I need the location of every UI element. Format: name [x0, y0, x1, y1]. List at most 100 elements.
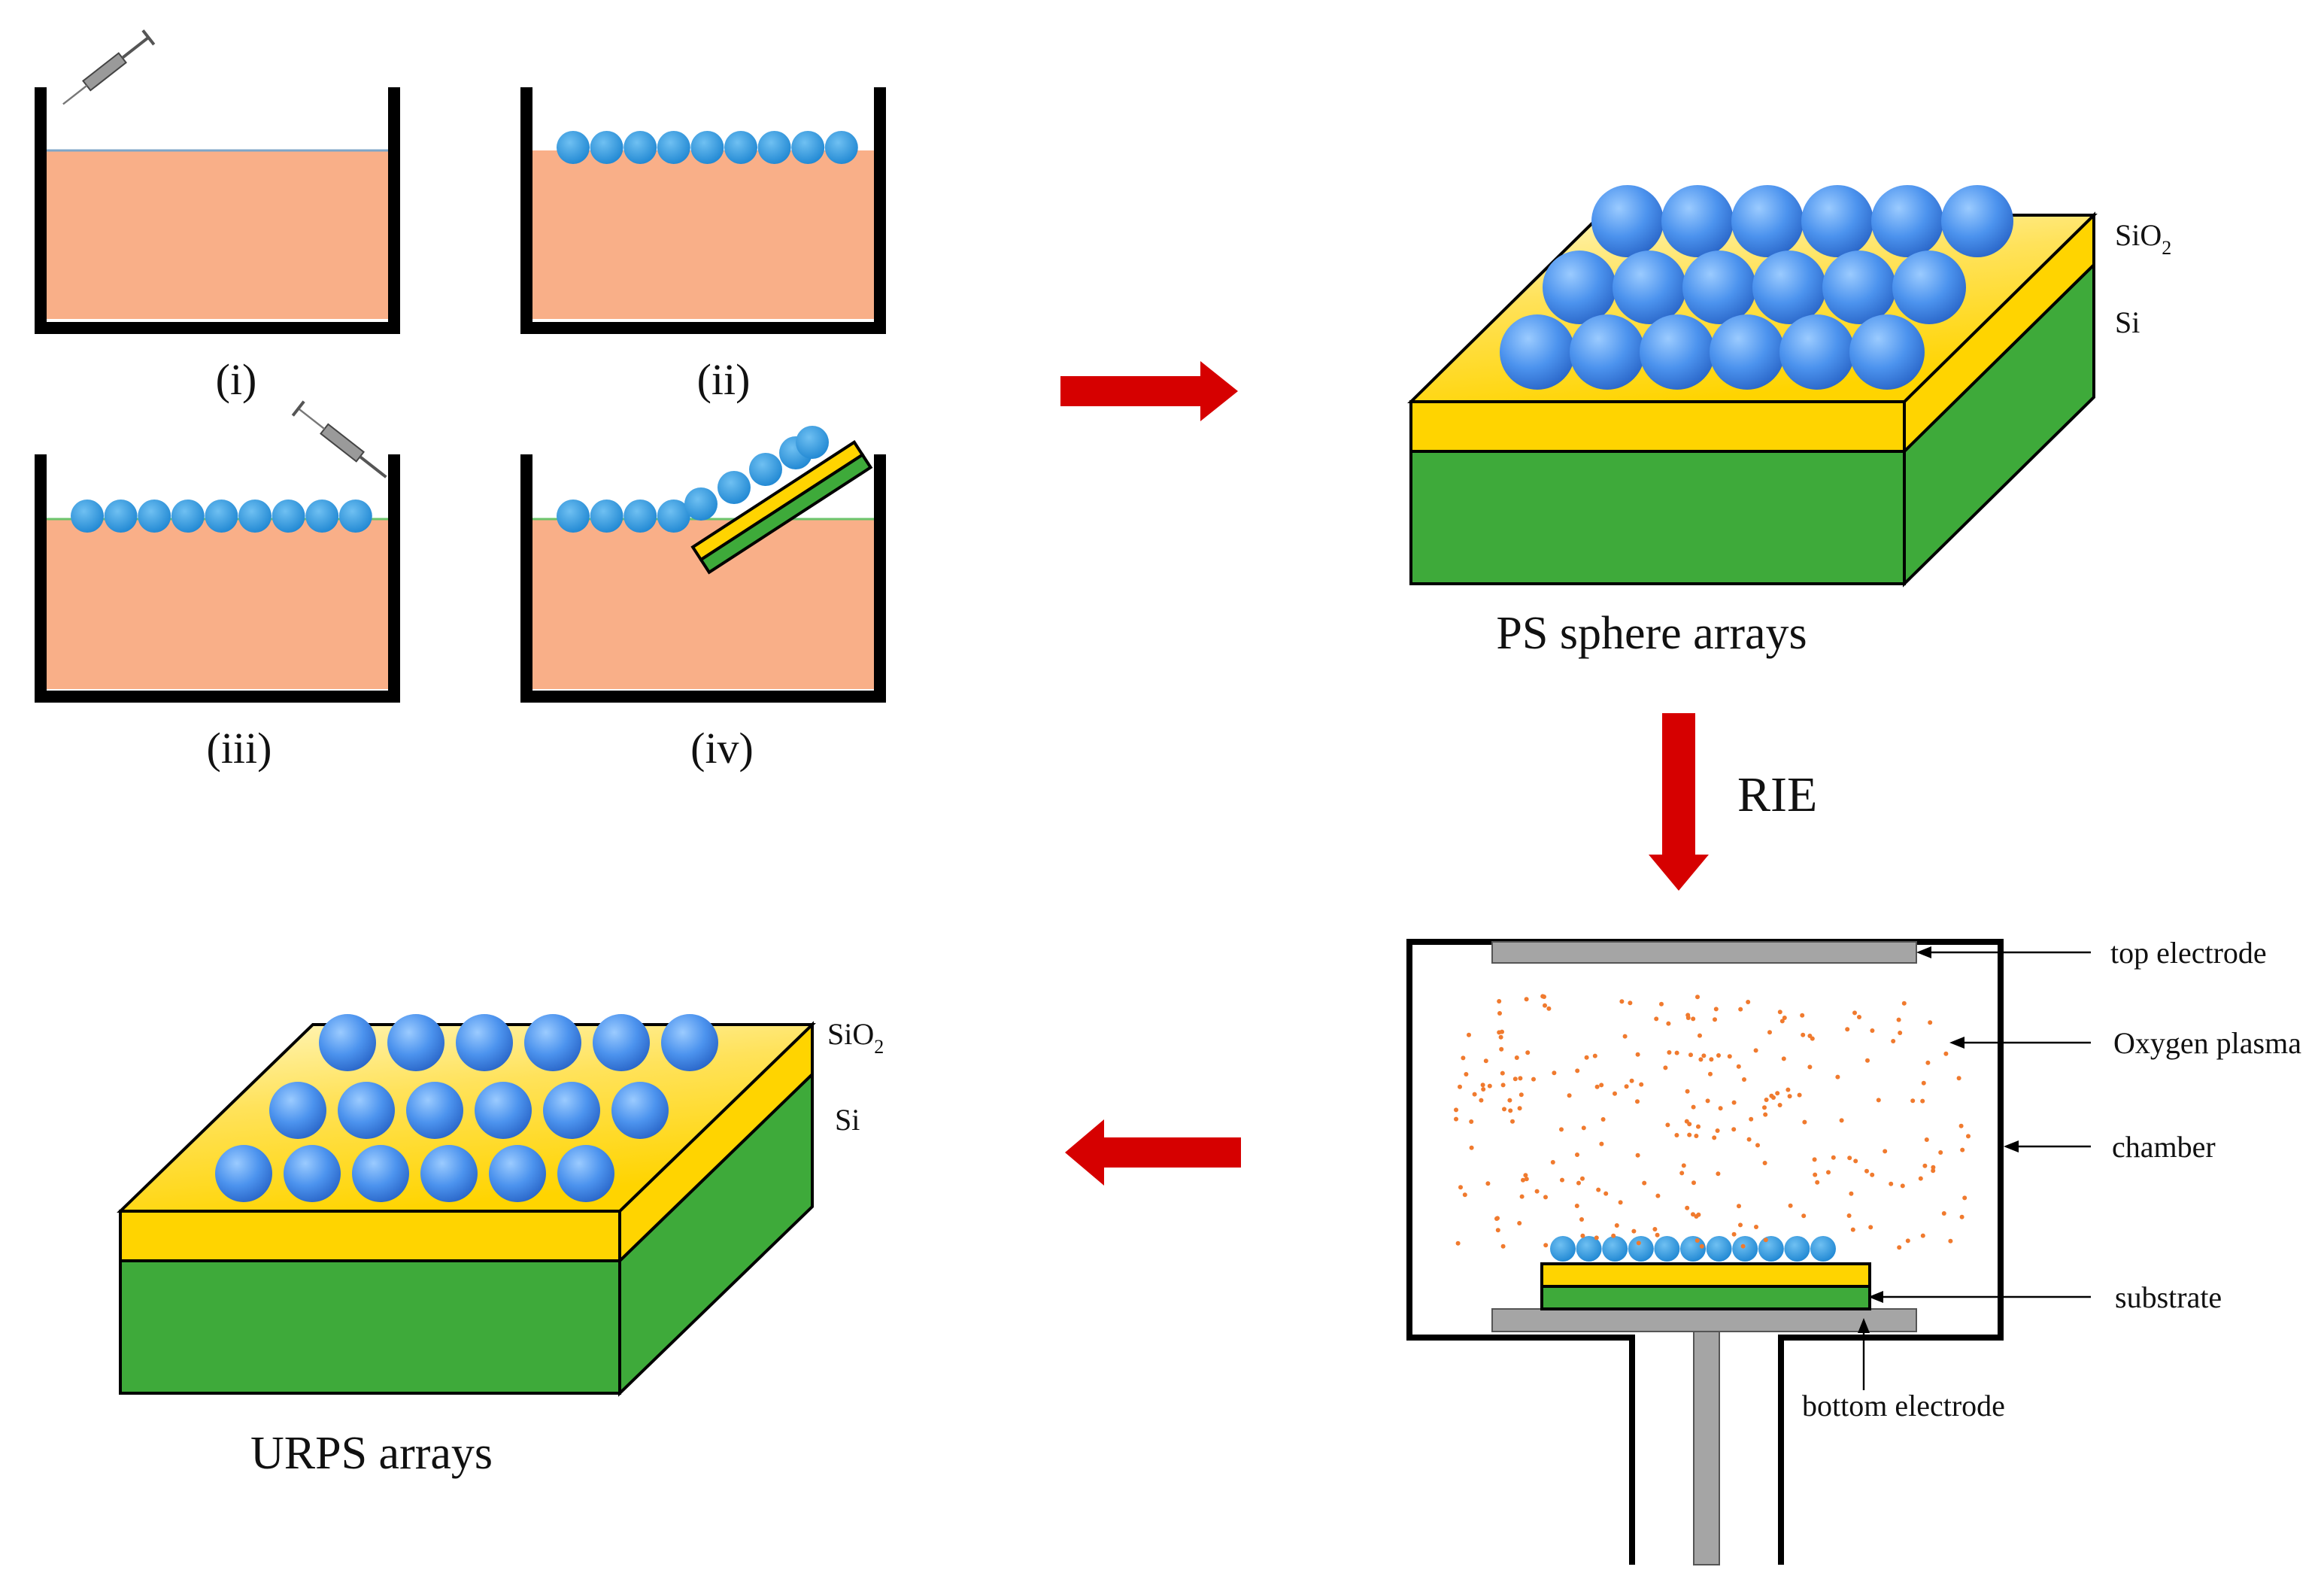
- label-bottom-electrode: bottom electrode: [1802, 1318, 2005, 1423]
- plasma-dot: [1807, 1064, 1813, 1070]
- plasma-dot: [1889, 1181, 1894, 1186]
- plasma-dot: [1480, 1083, 1485, 1088]
- plasma-dot: [1574, 1204, 1579, 1208]
- plasma-dot: [1740, 1244, 1746, 1249]
- label-chamber: chamber: [2004, 1130, 2216, 1164]
- plasma-dot: [1764, 1098, 1769, 1102]
- plasma-dot: [1928, 1020, 1933, 1025]
- bottom-electrode: [1491, 1308, 1917, 1332]
- plasma-dot: [1921, 1080, 1926, 1086]
- plasma-dot: [1635, 1052, 1640, 1057]
- plasma-dot: [1705, 1098, 1710, 1104]
- plasma-dot: [1845, 1027, 1850, 1032]
- ps-sphere: [1892, 251, 1966, 324]
- plasma-dot: [1788, 1203, 1793, 1208]
- urps-sphere: [475, 1082, 532, 1139]
- urps-sphere: [387, 1014, 444, 1071]
- plasma-dot: [1497, 1011, 1502, 1016]
- plasma-dot: [1775, 1091, 1780, 1096]
- ps-sphere: [690, 131, 724, 164]
- plasma-dot: [1769, 1093, 1774, 1098]
- plasma-dot: [1500, 1244, 1506, 1249]
- plasma-dot: [1512, 1077, 1518, 1082]
- plasma-dot: [1870, 1028, 1875, 1033]
- plasma-dot: [1718, 1106, 1723, 1111]
- plasma-dot: [1865, 1058, 1870, 1063]
- plasma-dot: [1696, 1212, 1701, 1217]
- urps-sphere: [557, 1145, 614, 1202]
- ps-sphere: [1871, 185, 1943, 257]
- ps-sphere: [749, 453, 782, 486]
- ps-sphere: [1602, 1236, 1628, 1262]
- sio2-front: [1409, 400, 1906, 453]
- plasma-dot: [1611, 1233, 1616, 1238]
- plasma-dot: [1498, 1034, 1503, 1040]
- plasma-dot: [1948, 1238, 1953, 1244]
- plasma-dot: [1521, 1177, 1525, 1183]
- plasma-dot: [1560, 1177, 1564, 1183]
- ps-sphere: [205, 500, 238, 533]
- plasma-dot: [1694, 1238, 1700, 1243]
- plasma-dot: [1797, 1092, 1802, 1098]
- urps-sphere: [456, 1014, 513, 1071]
- electrode-stem: [1693, 1331, 1720, 1565]
- svg-text:substrate: substrate: [2115, 1280, 2222, 1314]
- plasma-dot: [1550, 1160, 1555, 1165]
- plasma-dot: [1691, 1016, 1696, 1022]
- plasma-dot: [1458, 1185, 1463, 1190]
- ps-sphere: [1570, 314, 1645, 390]
- plasma-dot: [1870, 1172, 1875, 1177]
- plasma-dot: [1960, 1147, 1965, 1152]
- plasma-dot: [1580, 1176, 1585, 1181]
- plasma-dot: [1931, 1168, 1936, 1174]
- plasma-dot: [1594, 1084, 1600, 1089]
- plasma-dot: [1699, 1244, 1704, 1249]
- arrow-right: [1060, 361, 1238, 421]
- plasma-dot: [1685, 1016, 1691, 1020]
- ps-sphere: [757, 131, 791, 164]
- si-front: [119, 1259, 621, 1395]
- plasma-dot: [1716, 1171, 1721, 1177]
- plasma-dot: [1464, 1072, 1469, 1077]
- plasma-dot: [1594, 1235, 1599, 1240]
- plasma-dot: [1502, 1107, 1506, 1112]
- plasma-dot: [1737, 1204, 1741, 1209]
- plasma-dot: [1613, 1091, 1617, 1096]
- plasma-dot: [1712, 1135, 1717, 1140]
- plasma-dot: [1599, 1083, 1604, 1088]
- ps-sphere: [791, 131, 825, 164]
- plasma-dot: [1534, 1189, 1540, 1194]
- plasma-dot: [1753, 1048, 1758, 1053]
- svg-text:bottom electrode: bottom electrode: [1802, 1389, 2005, 1423]
- plasma-dot: [1763, 1237, 1768, 1243]
- plasma-dot: [1826, 1170, 1831, 1175]
- plasma-dot: [1779, 1019, 1785, 1024]
- plasma-dot: [1688, 1052, 1693, 1058]
- plasma-dot: [1713, 1017, 1717, 1022]
- plasma-dot: [1458, 1084, 1462, 1089]
- label-substrate: substrate: [1868, 1280, 2222, 1314]
- plasma-dot: [1920, 1233, 1925, 1238]
- plasma-dot: [1685, 1205, 1690, 1210]
- plasma-dot: [1782, 1016, 1787, 1020]
- plasma-dot: [1853, 1158, 1858, 1164]
- plasma-dot: [1455, 1240, 1461, 1246]
- plasma-dot: [1624, 1084, 1629, 1089]
- ps-block-caption: PS sphere arrays: [1496, 608, 1807, 659]
- plasma-dot: [1631, 1228, 1637, 1234]
- plasma-dot: [1956, 1076, 1961, 1081]
- ps-sphere: [1680, 1236, 1706, 1262]
- plasma-dot: [1777, 1010, 1782, 1015]
- trough-walls: [35, 87, 400, 334]
- plasma-dot: [1500, 1070, 1505, 1076]
- ps-sphere: [796, 426, 829, 459]
- plasma-dot: [1922, 1163, 1928, 1168]
- urps-sphere: [406, 1082, 463, 1139]
- ps-sphere: [1758, 1236, 1784, 1262]
- plasma-dot: [1576, 1180, 1581, 1186]
- plasma-dot: [1575, 1068, 1580, 1073]
- ps-sphere: [824, 131, 858, 164]
- ps-sphere: [1732, 1236, 1758, 1262]
- plasma-dot: [1850, 1227, 1855, 1232]
